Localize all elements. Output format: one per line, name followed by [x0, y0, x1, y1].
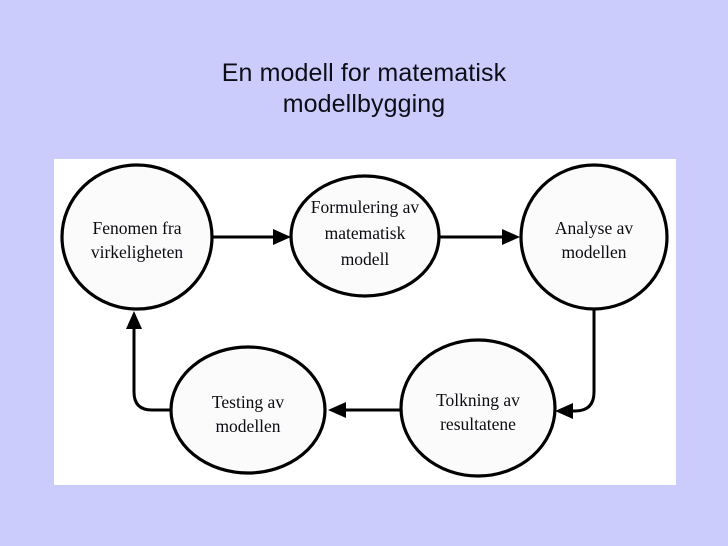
node-fenomen-shape[interactable]: [60, 163, 214, 311]
node-testing-line-1: Testing av: [212, 392, 284, 412]
node-tolkning-line-2: resultatene: [440, 414, 516, 434]
node-testing-shape[interactable]: [169, 345, 327, 475]
node-fenomen[interactable]: Fenomen fra virkeligheten: [60, 163, 214, 311]
node-formulering-line-3: modell: [341, 249, 390, 269]
node-fenomen-line-1: Fenomen fra: [93, 218, 182, 238]
edge-testing-to-fenomen: [126, 311, 171, 412]
node-tolkning[interactable]: Tolkning av resultatene: [399, 338, 557, 478]
node-analyse-shape[interactable]: [519, 163, 669, 311]
node-tolkning-shape[interactable]: [399, 338, 557, 478]
node-analyse-line-1: Analyse av: [555, 218, 633, 238]
node-testing-line-2: modellen: [215, 416, 280, 436]
edge-analyse-to-tolkning: [555, 309, 596, 419]
edge-tolkning-to-testing: [328, 402, 401, 418]
node-testing[interactable]: Testing av modellen: [169, 345, 327, 475]
edge-formulering-to-analyse: [440, 229, 520, 245]
diagram-panel: Fenomen fra virkeligheten Formulering av…: [54, 159, 676, 485]
node-formulering-line-2: matematisk: [325, 223, 406, 243]
page-title-line-2: modellbygging: [282, 90, 446, 118]
node-analyse[interactable]: Analyse av modellen: [519, 163, 669, 311]
node-formulering-shape[interactable]: [289, 174, 441, 298]
node-formulering-line-1: Formulering av: [311, 197, 420, 217]
node-analyse-line-2: modellen: [561, 242, 626, 262]
node-formulering[interactable]: Formulering av matematisk modell: [289, 174, 441, 298]
page-title-line-1: En modell for matematisk: [221, 59, 507, 87]
node-tolkning-line-1: Tolkning av: [436, 390, 520, 410]
node-fenomen-line-2: virkeligheten: [91, 242, 184, 262]
edge-fenomen-to-formulering: [213, 229, 291, 245]
modelling-cycle-diagram: Fenomen fra virkeligheten Formulering av…: [60, 163, 669, 478]
page-title: En modell for matematisk modellbygging: [104, 58, 624, 120]
